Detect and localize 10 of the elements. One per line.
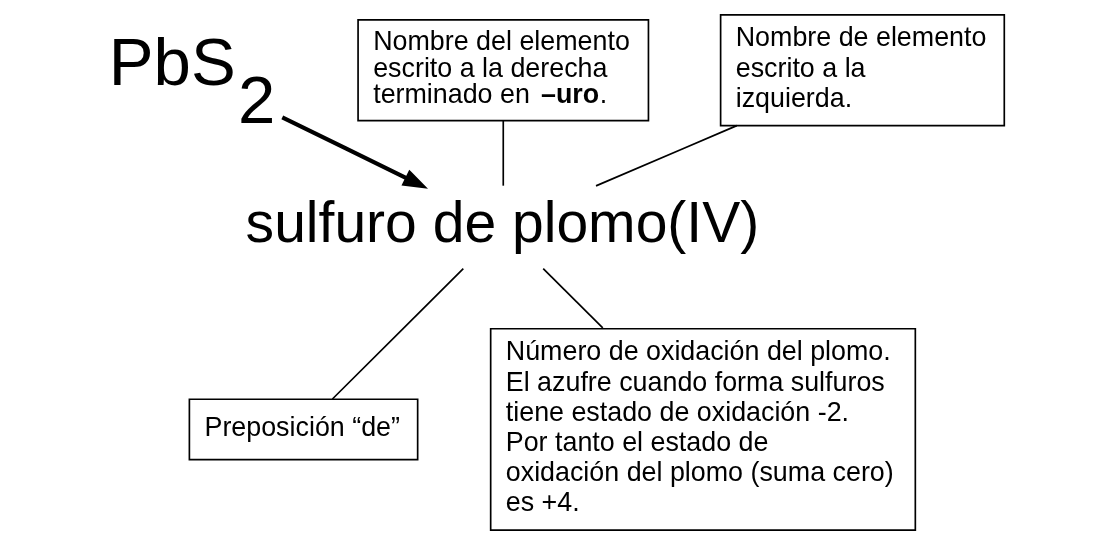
connector [501, 120, 504, 187]
connector [594, 124, 738, 187]
connector [331, 267, 464, 400]
arrow [280, 115, 428, 189]
node-box: Nombre de elemento escrito a la izquierda. [719, 14, 1005, 127]
connector [541, 267, 604, 329]
node-box: Número de oxidación del plomo. El azufre cuando forma sulfuros tiene estado de oxidación -2. Por tanto el estado de oxidación del plomo (suma cero) es +4. [489, 327, 916, 531]
node-box: Nombre del elemento escrito a la derecha terminado en –uro. [356, 19, 649, 122]
node-text: sulfuro de plomo(IV) [245, 189, 759, 254]
node-box: Preposición “de” [188, 398, 418, 461]
